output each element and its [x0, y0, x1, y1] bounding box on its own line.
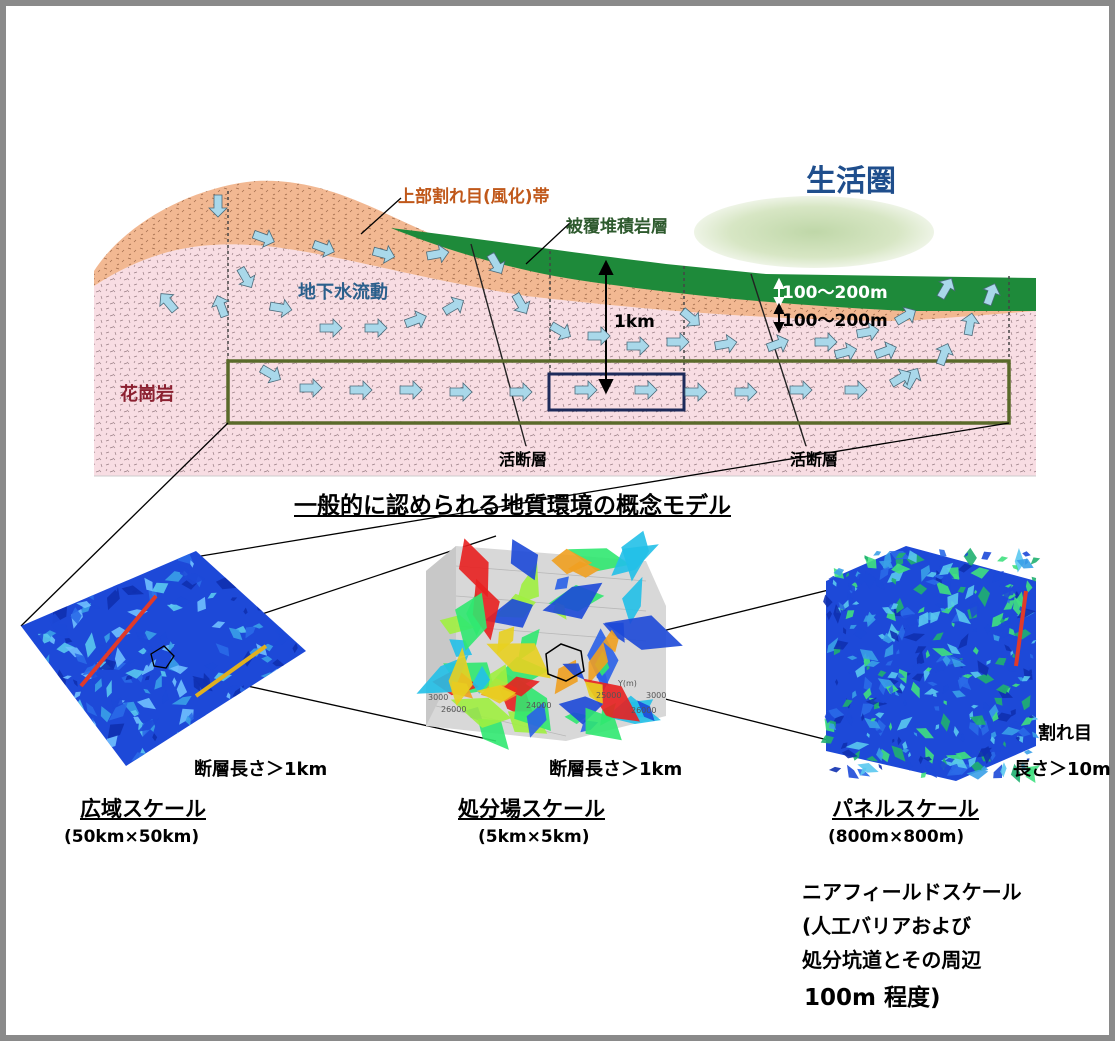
- flow-arrow: [765, 334, 789, 353]
- flow-arrow: [960, 312, 981, 336]
- flow-arrow: [873, 341, 897, 360]
- svg-text:Y(m): Y(m): [617, 679, 637, 688]
- page-title: 一般的に認められる地質環境の概念モデル: [294, 493, 731, 519]
- flow-arrow: [666, 332, 690, 352]
- repository-note: 断層長さ＞1km: [549, 759, 683, 780]
- regional-dfn-model: [21, 551, 306, 766]
- flow-arrow: [789, 380, 813, 400]
- flow-arrow: [509, 382, 533, 402]
- panel-note-line2: 長さ＞10m: [1013, 759, 1111, 780]
- panel-dfn-model: [820, 546, 1041, 783]
- fault-line-1: [470, 243, 527, 447]
- repository-dfn-model: [416, 530, 683, 750]
- flow-arrow: [714, 333, 738, 354]
- flow-arrow: [548, 321, 572, 341]
- depth-label: 1km: [614, 312, 655, 332]
- flow-arrow: [426, 243, 450, 264]
- flow-arrow: [844, 380, 868, 400]
- flow-arrow: [269, 298, 293, 319]
- flow-arrow: [236, 265, 256, 289]
- host-rock-box: [226, 359, 1011, 425]
- flow-arrow: [634, 380, 658, 400]
- flow-arrow: [211, 295, 230, 319]
- flow-arrow: [208, 194, 228, 218]
- flow-arrow: [574, 380, 598, 400]
- axis-ticks: 3000 26000 24000 Y(m) 25000 26000 3000: [428, 679, 666, 715]
- flow-arrow: [935, 343, 954, 367]
- flow-arrow: [399, 380, 423, 400]
- flow-arrow: [349, 380, 373, 400]
- flow-arrow: [679, 307, 700, 327]
- svg-text:26000: 26000: [441, 705, 466, 714]
- svg-text:3000: 3000: [428, 693, 448, 702]
- near-field-line2: (人工バリアおよび: [802, 914, 972, 938]
- sediment-layer-label: 被覆堆積岩層: [566, 217, 668, 237]
- diagram-canvas: 3000 26000 24000 Y(m) 25000 26000 3000: [20, 180, 1041, 783]
- flow-arrow: [587, 326, 611, 346]
- svg-text:24000: 24000: [526, 701, 551, 710]
- flow-arrow: [734, 382, 758, 402]
- repository-scale-size: (5km×5km): [478, 827, 590, 847]
- repository-scale-title: 処分場スケール: [458, 797, 605, 821]
- granite-label: 花崗岩: [120, 384, 174, 405]
- panel-scale-title: パネルスケール: [832, 797, 979, 821]
- svg-text:26000: 26000: [631, 706, 656, 715]
- flow-arrow: [159, 293, 179, 314]
- regional-note: 断層長さ＞1km: [194, 759, 328, 780]
- flow-arrow: [319, 318, 343, 338]
- near-field-line3: 処分坑道とその周辺: [802, 948, 982, 972]
- flow-arrow: [511, 291, 531, 315]
- flow-arrow: [299, 378, 323, 398]
- flow-arrow: [936, 277, 956, 301]
- flow-arrow: [441, 296, 465, 316]
- flow-arrow: [856, 321, 880, 342]
- flow-arrow: [258, 364, 282, 384]
- active-fault-label-2: 活断層: [790, 450, 839, 469]
- weathered-thickness-label: 100～200m: [782, 311, 888, 331]
- biosphere-zone: [694, 196, 934, 268]
- depth-arrow: [598, 259, 614, 395]
- repository-box: [547, 372, 686, 412]
- flow-arrow: [364, 318, 388, 338]
- active-fault-label-1: 活断層: [499, 450, 548, 469]
- flow-arrow: [403, 310, 427, 329]
- panel-note-line1: 割れ目: [1038, 723, 1092, 744]
- svg-text:3000: 3000: [646, 691, 666, 700]
- region-boundaries: [227, 191, 1010, 374]
- flow-arrow: [982, 283, 1001, 307]
- flow-arrow: [684, 382, 708, 402]
- biosphere-label: 生活圏: [806, 164, 896, 199]
- flow-arrow: [814, 332, 838, 352]
- near-field-line4: 100m 程度): [804, 985, 941, 1011]
- flow-arrow: [311, 239, 335, 258]
- flow-arrow: [449, 382, 473, 402]
- flow-arrow: [486, 251, 506, 275]
- regional-scale-size: (50km×50km): [64, 827, 200, 847]
- thickness-arrows: [773, 277, 785, 309]
- sediment-thickness-label: 100～200m: [782, 283, 888, 303]
- flow-arrow: [251, 229, 275, 248]
- flow-arrow: [833, 341, 858, 362]
- groundwater-flow-label: 地下水流動: [298, 282, 388, 303]
- flow-arrow: [893, 306, 917, 326]
- svg-text:25000: 25000: [596, 691, 621, 700]
- panel-scale-size: (800m×800m): [828, 827, 965, 847]
- regional-scale-title: 広域スケール: [80, 797, 206, 821]
- groundwater-flow-arrows: [159, 194, 1001, 402]
- flow-arrow: [371, 244, 396, 265]
- flow-arrow: [888, 368, 912, 388]
- sediment-layer: [391, 228, 1036, 311]
- flow-arrow: [626, 336, 650, 356]
- near-field-line1: ニアフィールドスケール: [802, 880, 1022, 904]
- weathered-zone-label: 上部割れ目(風化)帯: [398, 187, 550, 207]
